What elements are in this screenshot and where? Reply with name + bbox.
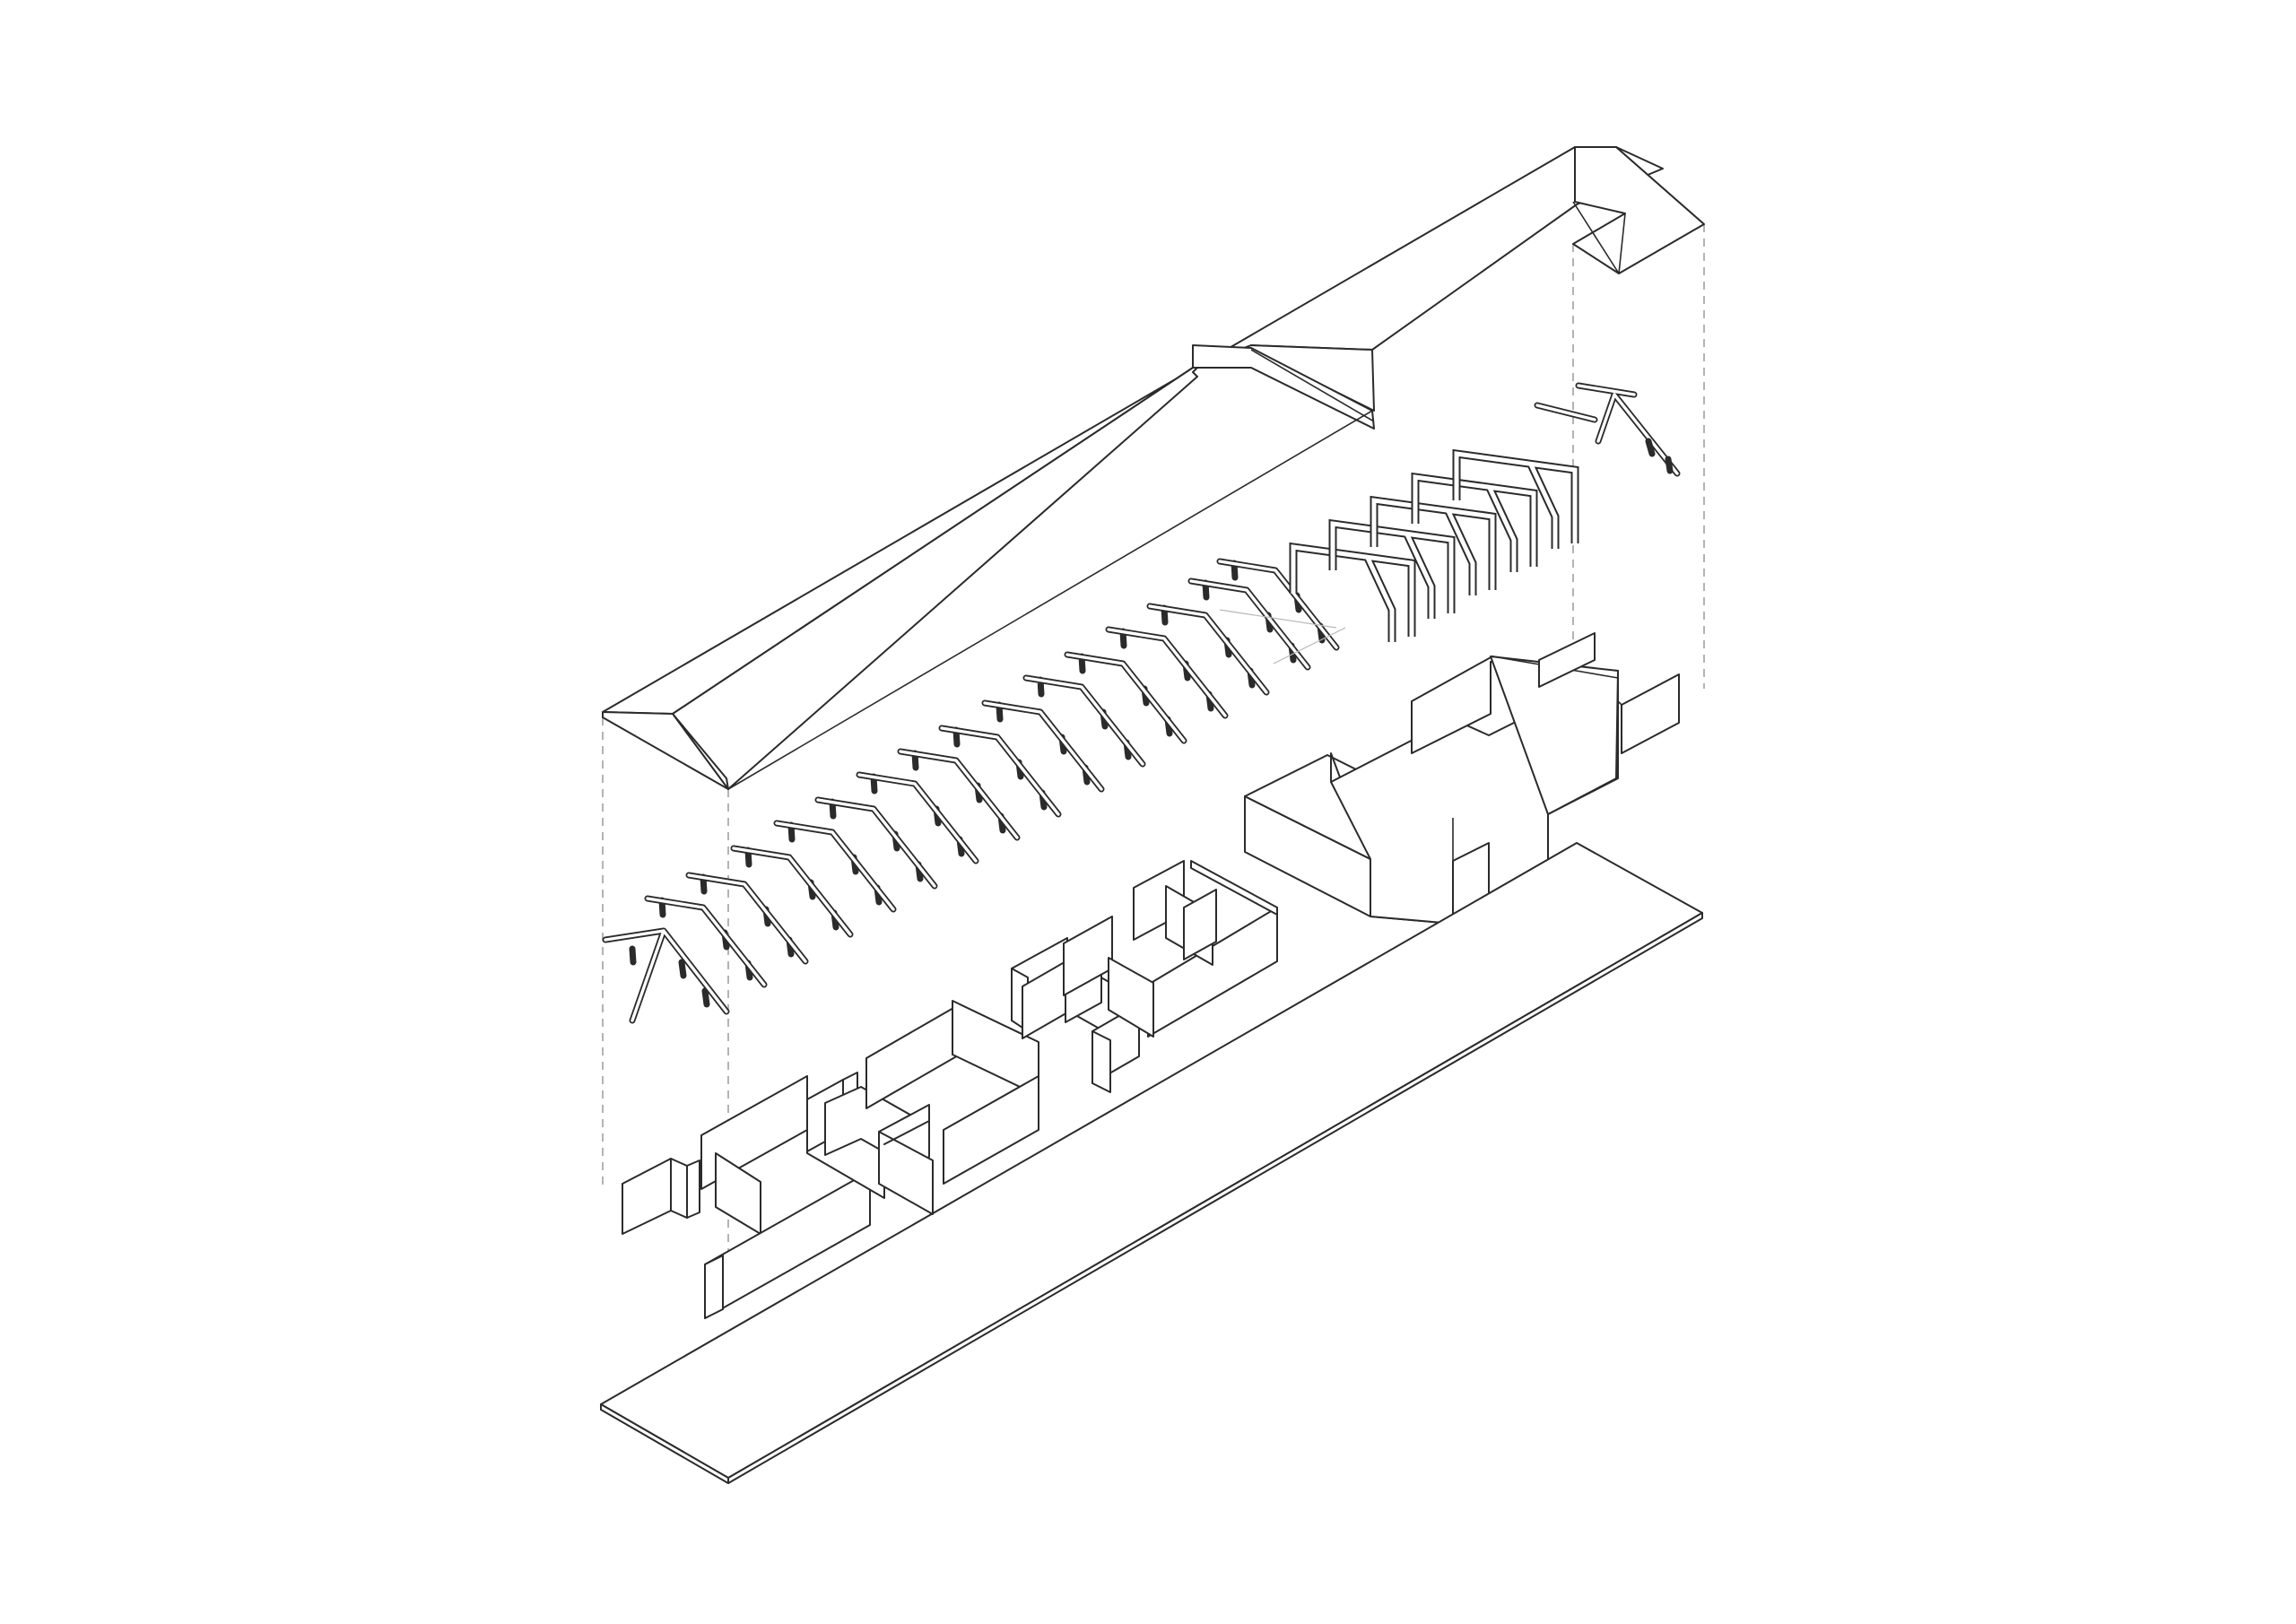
roof-truss [1216,558,1340,651]
roof-truss [1187,578,1311,671]
floor-slab [600,842,1703,1484]
portal-frame [1289,542,1416,642]
bracing-line [1219,609,1337,629]
ground-floor-partitions [622,860,1278,1319]
roof-truss [1022,674,1146,768]
roof-truss [773,820,897,913]
roof-truss [644,895,768,988]
roof-truss [730,845,854,938]
roof-truss [814,796,938,890]
portal-frame [1328,518,1456,619]
roof-truss [1146,603,1270,696]
bracing-line [1273,627,1346,664]
roof [602,146,1705,790]
portal-frame [1370,495,1497,595]
roof-truss [1064,651,1187,744]
roof-truss [685,872,809,965]
portal-frame [1452,448,1579,549]
roof-trusses [644,558,1346,988]
roof-truss [981,699,1105,793]
portal-frame [1411,472,1538,572]
end-truss-left [602,927,730,1024]
roof-truss [1105,626,1229,719]
roof-truss [856,771,979,864]
roof-truss [938,725,1062,818]
portal-frames [1289,448,1579,642]
roof-truss [897,748,1021,841]
end-truss-right [1534,382,1681,477]
